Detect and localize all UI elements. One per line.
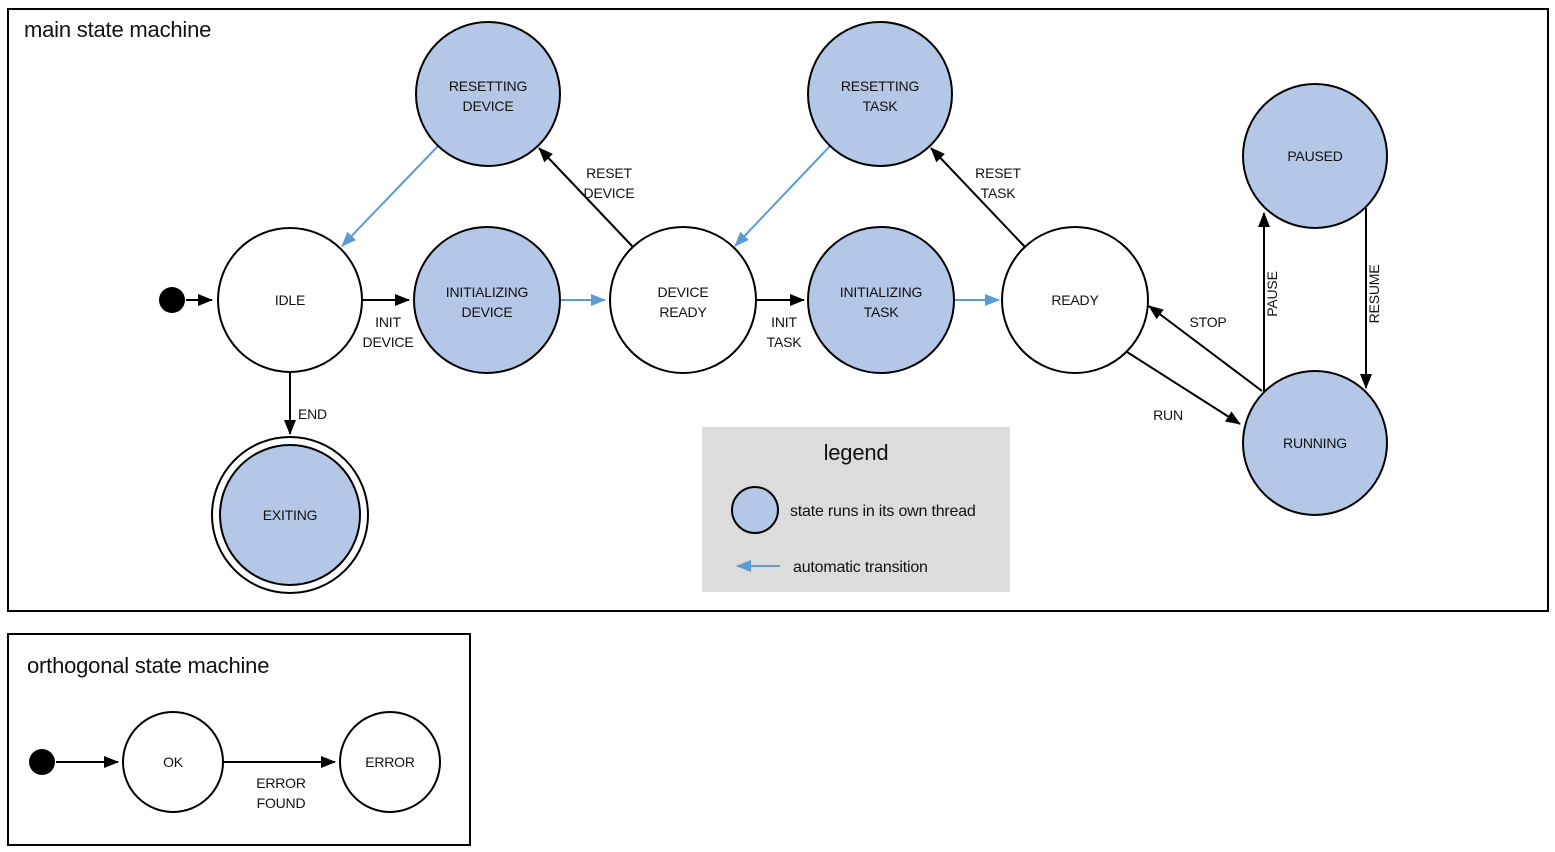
initial-state-dot bbox=[159, 287, 185, 313]
state-exiting-label: EXITING bbox=[263, 507, 318, 523]
transition-pause-label: PAUSE bbox=[1264, 271, 1280, 316]
state-initializing-device bbox=[413, 226, 561, 374]
state-running bbox=[1242, 370, 1388, 516]
state-initializing-device-label-1: INITIALIZING bbox=[446, 284, 528, 300]
transition-auto-resetdev-idle bbox=[341, 145, 439, 247]
state-idle-label: IDLE bbox=[275, 292, 305, 308]
transition-auto-resettask-deviceready bbox=[734, 145, 831, 247]
state-resetting-device bbox=[415, 21, 561, 167]
state-initializing-device-label-2: DEVICE bbox=[462, 304, 513, 320]
state-idle bbox=[217, 227, 363, 373]
transition-reset-device-label-2: DEVICE bbox=[584, 185, 635, 201]
state-ok-label: OK bbox=[163, 754, 184, 770]
orthogonal-initial-state-dot bbox=[29, 749, 55, 775]
state-paused-label: PAUSED bbox=[1287, 148, 1342, 164]
transition-init-device-label-2: DEVICE bbox=[363, 334, 414, 350]
legend-auto-transition-label: automatic transition bbox=[793, 559, 928, 576]
transition-error-found-label-1: ERROR bbox=[256, 775, 306, 791]
transition-run-label: RUN bbox=[1153, 407, 1183, 423]
state-initializing-task bbox=[807, 226, 955, 374]
transition-reset-task-label-2: TASK bbox=[981, 185, 1017, 201]
state-ok bbox=[122, 711, 224, 813]
state-ready-label: READY bbox=[1051, 292, 1099, 308]
state-resetting-task-label-1: RESETTING bbox=[841, 78, 919, 94]
state-resetting-task bbox=[807, 21, 953, 167]
legend-title: legend bbox=[824, 440, 889, 465]
legend-thread-state-icon bbox=[731, 486, 779, 534]
transition-resume-label: RESUME bbox=[1366, 265, 1382, 324]
transition-reset-task bbox=[930, 147, 1026, 248]
state-error bbox=[339, 711, 441, 813]
transition-init-device-label-1: INIT bbox=[375, 314, 401, 330]
state-initializing-task-label-1: INITIALIZING bbox=[840, 284, 922, 300]
state-resetting-device-label-2: DEVICE bbox=[463, 98, 514, 114]
state-running-label: RUNNING bbox=[1283, 435, 1347, 451]
transition-reset-device-label-1: RESET bbox=[586, 165, 632, 181]
state-error-label: ERROR bbox=[365, 754, 415, 770]
transition-end-label: END bbox=[298, 406, 327, 422]
state-resetting-task-label-2: TASK bbox=[863, 98, 899, 114]
transition-init-task-label-2: TASK bbox=[767, 334, 803, 350]
transition-init-task-label-1: INIT bbox=[771, 314, 797, 330]
state-device-ready bbox=[609, 226, 757, 374]
state-initializing-task-label-2: TASK bbox=[864, 304, 900, 320]
state-exiting bbox=[219, 444, 361, 586]
transition-stop-label: STOP bbox=[1189, 314, 1226, 330]
legend-thread-state-label: state runs in its own thread bbox=[790, 503, 976, 520]
orthogonal-machine-title: orthogonal state machine bbox=[27, 653, 269, 678]
transition-reset-device bbox=[538, 147, 634, 248]
transition-error-found-label-2: FOUND bbox=[257, 795, 306, 811]
state-device-ready-label-2: READY bbox=[659, 304, 707, 320]
main-machine-title: main state machine bbox=[24, 17, 211, 42]
transition-reset-task-label-1: RESET bbox=[975, 165, 1021, 181]
transition-stop bbox=[1148, 305, 1263, 392]
state-device-ready-label-1: DEVICE bbox=[658, 284, 709, 300]
state-resetting-device-label-1: RESETTING bbox=[449, 78, 527, 94]
transition-run bbox=[1126, 351, 1241, 425]
state-paused bbox=[1242, 83, 1388, 229]
state-ready bbox=[1001, 226, 1149, 374]
